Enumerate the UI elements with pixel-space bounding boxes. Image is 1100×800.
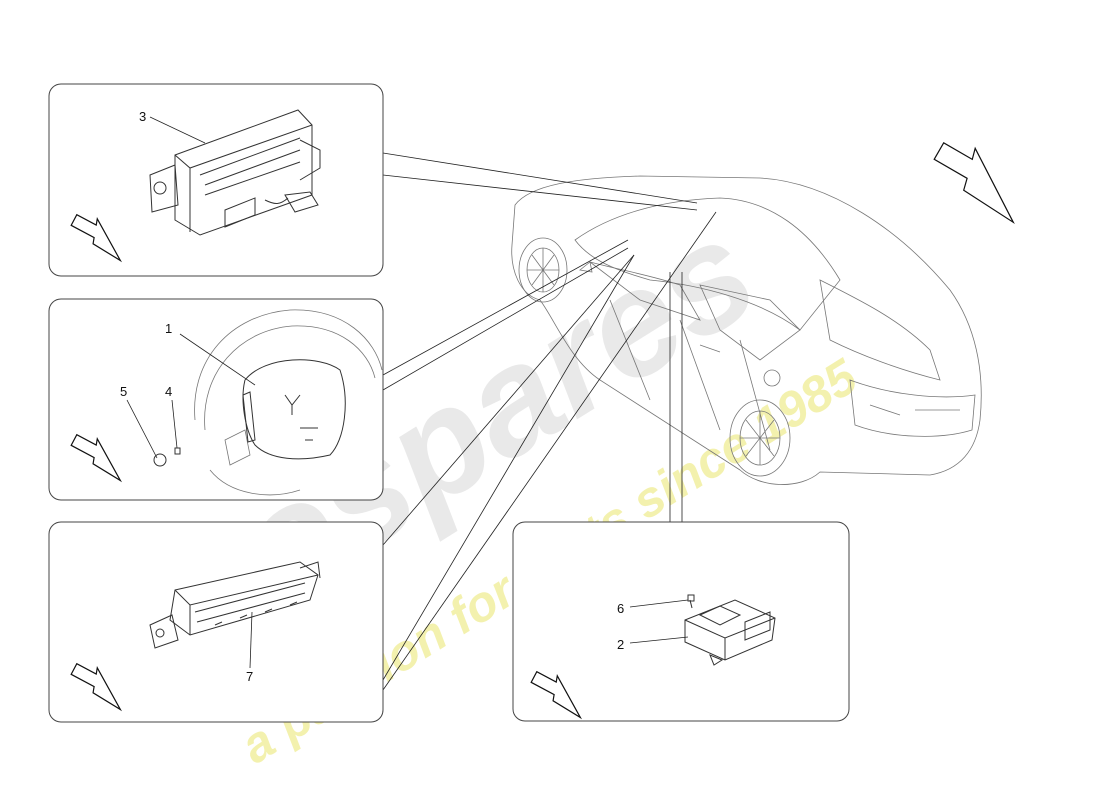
side-airbag-illustration bbox=[149, 109, 321, 236]
knee-airbag-illustration bbox=[149, 561, 321, 649]
direction-arrow-icon bbox=[530, 670, 583, 720]
direction-arrow-icon bbox=[70, 433, 123, 483]
direction-arrow-icon bbox=[70, 213, 123, 263]
panel-steering-airbag: 1 5 4 bbox=[48, 298, 384, 501]
panel-knee-airbag: 7 bbox=[48, 521, 384, 723]
callout-6: 6 bbox=[617, 601, 624, 616]
direction-arrow-icon bbox=[70, 662, 123, 712]
callout-5: 5 bbox=[120, 384, 127, 399]
leader-lines bbox=[382, 152, 717, 691]
callout-2: 2 bbox=[617, 637, 624, 652]
panel-control-unit: 6 2 bbox=[512, 521, 850, 722]
cap-part bbox=[153, 453, 167, 467]
panel-side-airbag: 3 bbox=[48, 83, 384, 277]
callout-4: 4 bbox=[165, 384, 172, 399]
callout-7: 7 bbox=[246, 669, 253, 684]
car-illustration bbox=[511, 175, 982, 485]
screw-part bbox=[174, 447, 181, 455]
callout-1: 1 bbox=[165, 321, 172, 336]
callout-3: 3 bbox=[139, 109, 146, 124]
control-unit-illustration bbox=[684, 594, 776, 666]
direction-arrow-icon bbox=[933, 142, 1015, 225]
steering-wheel-illustration bbox=[194, 309, 383, 496]
